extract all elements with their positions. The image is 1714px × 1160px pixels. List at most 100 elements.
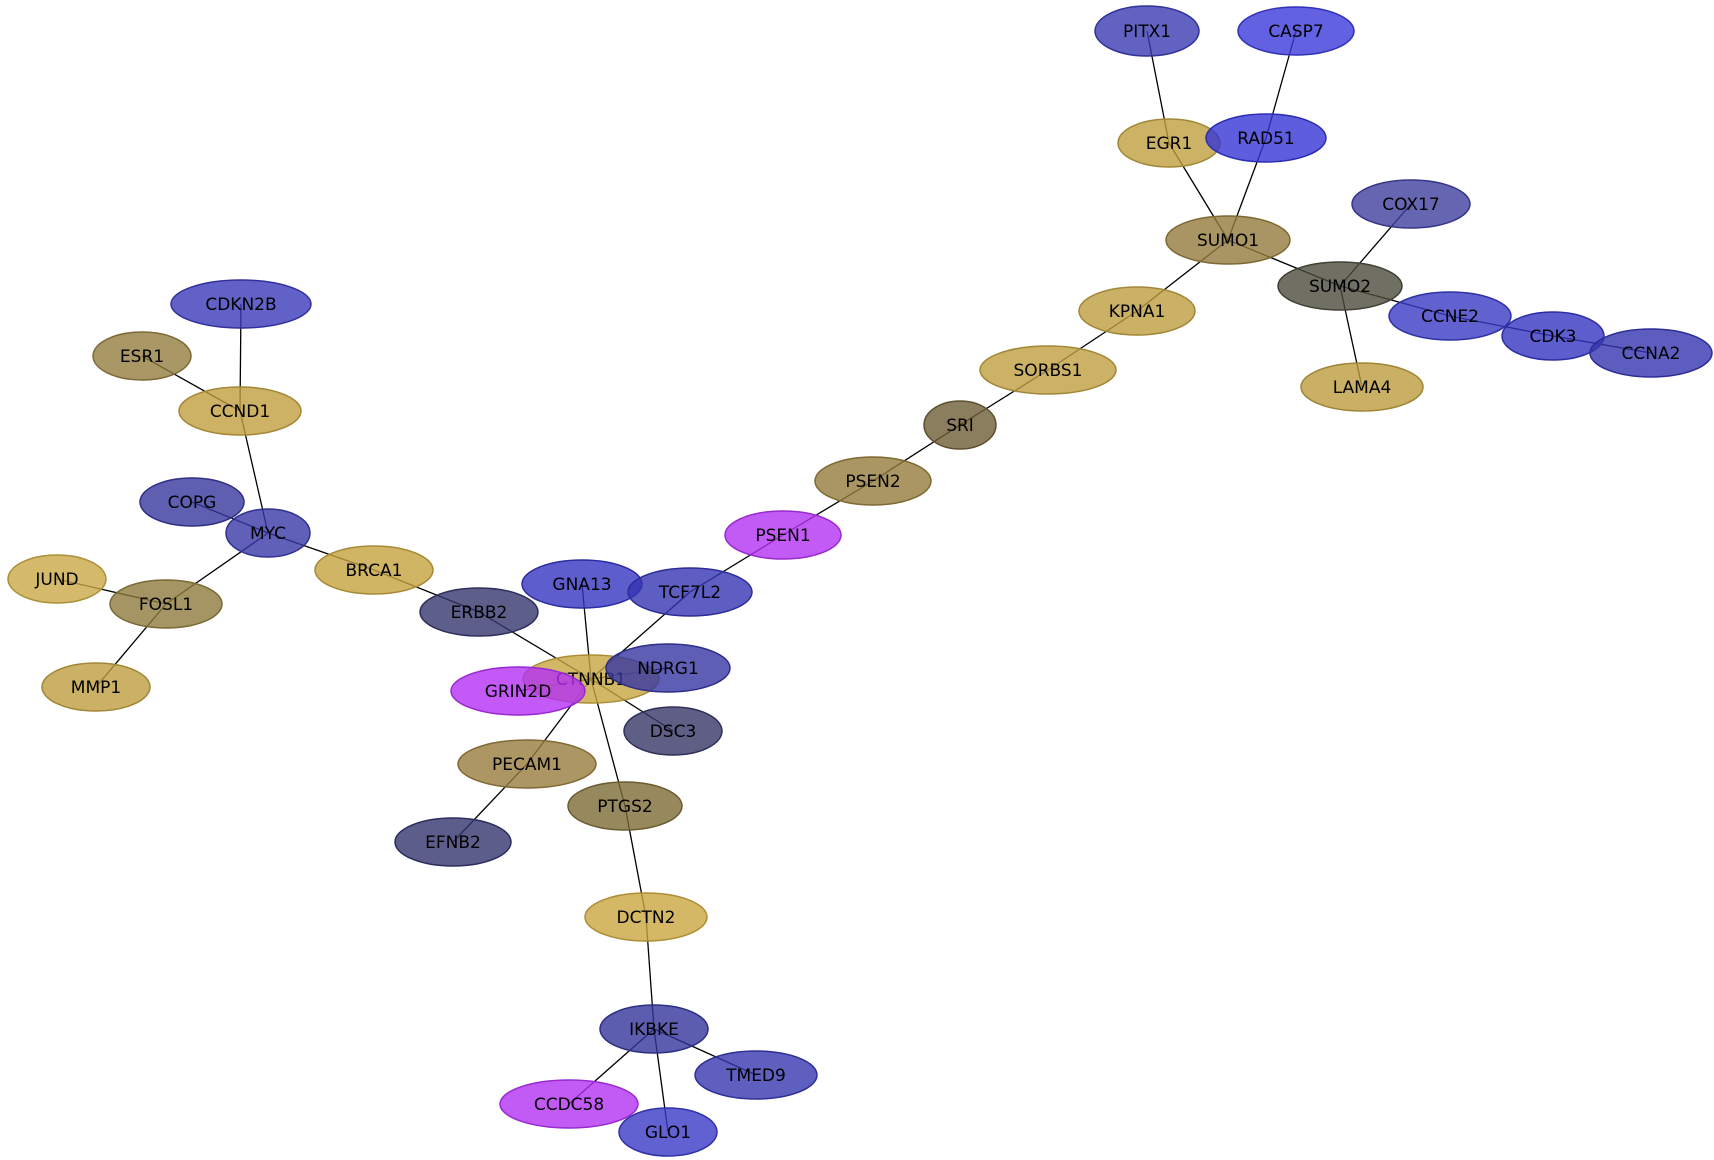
node-label: LAMA4	[1333, 378, 1392, 398]
node-label: KPNA1	[1109, 302, 1166, 322]
node-glo1[interactable]: GLO1	[618, 1107, 718, 1157]
node-label: PSEN2	[845, 472, 900, 492]
node-lama4[interactable]: LAMA4	[1300, 362, 1424, 412]
node-ellipse	[923, 400, 997, 450]
node-label: FOSL1	[139, 595, 193, 615]
node-ccna2[interactable]: CCNA2	[1589, 328, 1713, 378]
node-label: GRIN2D	[485, 682, 552, 702]
node-ellipse	[814, 456, 932, 506]
node-casp7[interactable]: CASP7	[1237, 6, 1355, 56]
node-ellipse	[139, 477, 245, 527]
node-label: CASP7	[1268, 22, 1323, 42]
node-label: CCNA2	[1622, 344, 1681, 364]
node-label: JUND	[34, 570, 78, 590]
node-egr1[interactable]: EGR1	[1117, 118, 1221, 168]
node-cdk3[interactable]: CDK3	[1501, 311, 1605, 361]
node-jund[interactable]: JUND	[7, 554, 107, 604]
node-label: DSC3	[650, 722, 697, 742]
node-ellipse	[627, 567, 753, 617]
node-erbb2[interactable]: ERBB2	[419, 587, 539, 637]
node-label: PITX1	[1123, 22, 1171, 42]
node-esr1[interactable]: ESR1	[92, 331, 192, 381]
node-copg[interactable]: COPG	[139, 477, 245, 527]
node-label: SUMO2	[1309, 277, 1371, 297]
node-sorbs1[interactable]: SORBS1	[979, 345, 1117, 395]
node-ellipse	[1078, 286, 1196, 336]
node-label: GNA13	[552, 575, 611, 595]
node-ellipse	[1300, 362, 1424, 412]
node-label: EFNB2	[425, 833, 481, 853]
node-pitx1[interactable]: PITX1	[1094, 5, 1200, 57]
node-tcf7l2[interactable]: TCF7L2	[627, 567, 753, 617]
node-gna13[interactable]: GNA13	[521, 559, 643, 609]
node-label: IKBKE	[629, 1020, 679, 1040]
node-grin2d[interactable]: GRIN2D	[450, 666, 586, 716]
node-sri[interactable]: SRI	[923, 400, 997, 450]
node-ccnd1[interactable]: CCND1	[178, 386, 302, 436]
node-cdkn2b[interactable]: CDKN2B	[170, 279, 312, 329]
node-ccdc58[interactable]: CCDC58	[499, 1079, 639, 1129]
node-ellipse	[1237, 6, 1355, 56]
node-ellipse	[314, 545, 434, 595]
node-dsc3[interactable]: DSC3	[623, 706, 723, 756]
node-ellipse	[170, 279, 312, 329]
node-ellipse	[457, 739, 597, 789]
node-label: CCND1	[210, 402, 270, 422]
node-pecam1[interactable]: PECAM1	[457, 739, 597, 789]
node-label: EGR1	[1146, 134, 1193, 154]
node-ellipse	[623, 706, 723, 756]
node-ndrg1[interactable]: NDRG1	[605, 643, 731, 693]
node-label: CDKN2B	[205, 295, 276, 315]
node-label: RAD51	[1237, 129, 1294, 149]
node-label: PECAM1	[492, 755, 562, 775]
node-label: GLO1	[645, 1123, 691, 1143]
node-brca1[interactable]: BRCA1	[314, 545, 434, 595]
node-label: CCDC58	[534, 1095, 604, 1115]
node-ellipse	[599, 1004, 709, 1054]
node-sumo1[interactable]: SUMO1	[1165, 215, 1291, 265]
node-label: NDRG1	[637, 659, 699, 679]
node-ellipse	[1205, 113, 1327, 163]
node-ellipse	[178, 386, 302, 436]
node-ellipse	[1277, 261, 1403, 311]
node-rad51[interactable]: RAD51	[1205, 113, 1327, 163]
node-ellipse	[499, 1079, 639, 1129]
node-ellipse	[419, 587, 539, 637]
node-label: SORBS1	[1014, 361, 1083, 381]
node-efnb2[interactable]: EFNB2	[394, 817, 512, 867]
node-ellipse	[584, 892, 708, 942]
node-ellipse	[1094, 5, 1200, 57]
node-label: ESR1	[120, 347, 164, 367]
node-ikbke[interactable]: IKBKE	[599, 1004, 709, 1054]
node-dctn2[interactable]: DCTN2	[584, 892, 708, 942]
node-ellipse	[694, 1050, 818, 1100]
node-cox17[interactable]: COX17	[1351, 179, 1471, 229]
node-ellipse	[1388, 291, 1512, 341]
node-ccne2[interactable]: CCNE2	[1388, 291, 1512, 341]
node-label: MMP1	[71, 678, 121, 698]
node-label: DCTN2	[617, 908, 676, 928]
node-ellipse	[1351, 179, 1471, 229]
node-myc[interactable]: MYC	[225, 508, 311, 558]
node-sumo2[interactable]: SUMO2	[1277, 261, 1403, 311]
node-label: CCNE2	[1421, 307, 1479, 327]
node-ptgs2[interactable]: PTGS2	[567, 781, 683, 831]
node-label: PTGS2	[597, 797, 652, 817]
node-ellipse	[1501, 311, 1605, 361]
node-psen2[interactable]: PSEN2	[814, 456, 932, 506]
node-kpna1[interactable]: KPNA1	[1078, 286, 1196, 336]
node-label: COX17	[1382, 195, 1439, 215]
node-ellipse	[394, 817, 512, 867]
node-psen1[interactable]: PSEN1	[724, 510, 842, 560]
node-fosl1[interactable]: FOSL1	[109, 579, 223, 629]
node-label: MYC	[250, 524, 286, 544]
node-label: CDK3	[1530, 327, 1577, 347]
node-mmp1[interactable]: MMP1	[41, 662, 151, 712]
node-ellipse	[109, 579, 223, 629]
node-label: ERBB2	[451, 603, 508, 623]
node-label: SRI	[946, 416, 974, 436]
node-ellipse	[1165, 215, 1291, 265]
node-tmed9[interactable]: TMED9	[694, 1050, 818, 1100]
